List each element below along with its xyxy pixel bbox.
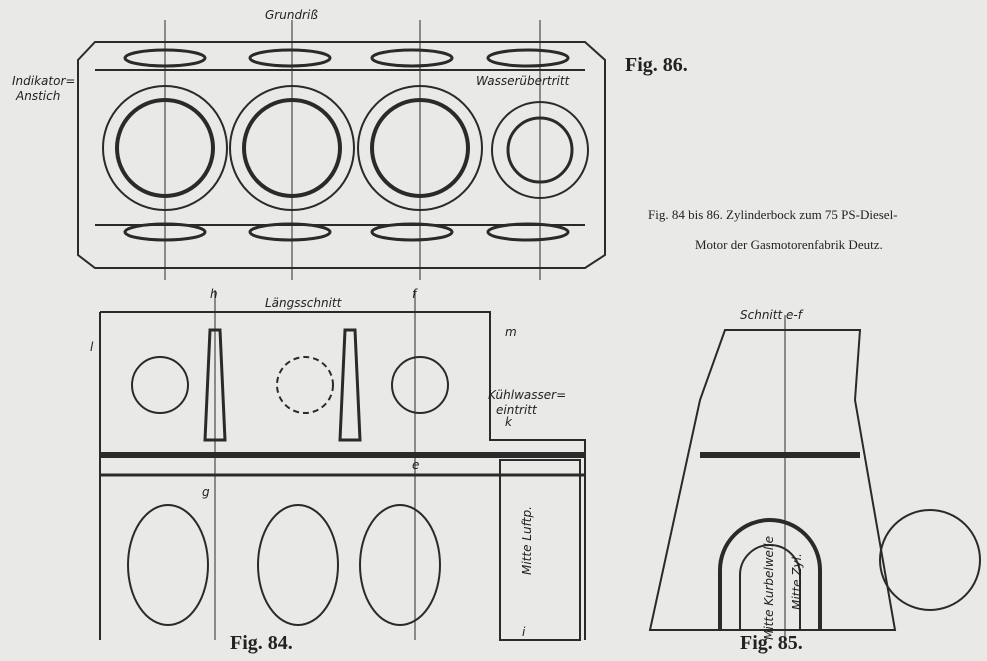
fig86-label: Fig. 86. (625, 54, 688, 76)
caption-line-2: Motor der Gasmotorenfabrik Deutz. (695, 237, 883, 252)
letter-h: h (210, 287, 218, 301)
fig85-section-drawing (648, 315, 981, 640)
fig84-section-drawing (99, 290, 586, 641)
fig84-note-kuehlwasser: Kühlwasser= (488, 388, 567, 402)
fig86-plan-drawing (77, 20, 606, 280)
fig85-title: Schnitt e-f (740, 308, 802, 322)
letter-i: i (522, 625, 526, 639)
fig84-label: Fig. 84. (230, 632, 293, 654)
fig85-label: Fig. 85. (740, 632, 803, 654)
fig84-title: Längsschnitt (265, 296, 342, 310)
letter-f: f (412, 287, 417, 301)
letter-l: l (90, 340, 94, 354)
fig85-note-mitte-zyl: Mitte Zyl. (790, 553, 804, 610)
letter-m: m (505, 325, 517, 339)
fig84-note-mitte-luftp: Mitte Luftp. (520, 506, 534, 575)
fig84-note-eintritt: eintritt (496, 403, 537, 417)
caption-line-1: Fig. 84 bis 86. Zylinderbock zum 75 PS-D… (648, 207, 898, 222)
fig86-note-indikator: Indikator= (12, 74, 76, 88)
letter-g: g (202, 485, 210, 499)
fig86-note-wasser: Wasserübertritt (476, 74, 570, 88)
letter-k: k (505, 415, 512, 429)
fig85-note-kurbelwelle: Mitte Kurbelwelle (762, 536, 776, 640)
letter-e: e (412, 458, 420, 472)
fig86-title: Grundriß (265, 8, 318, 22)
fig86-note-anstich: Anstich (16, 89, 61, 103)
